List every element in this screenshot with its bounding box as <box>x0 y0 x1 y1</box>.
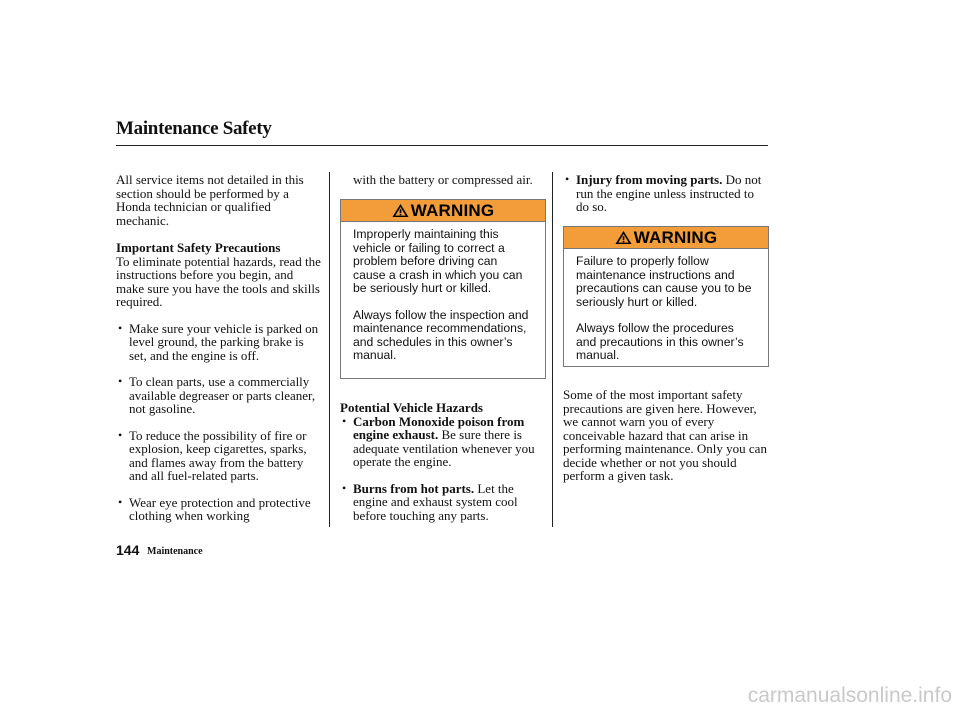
hazard-title: Burns from hot parts. <box>353 480 475 496</box>
warning-triangle-icon <box>392 204 409 217</box>
title-divider <box>116 145 768 146</box>
list-item: Make sure your vehicle is parked on leve… <box>116 321 323 363</box>
hazard-text: Let the engine and exhaust system cool b… <box>353 480 518 523</box>
intro-paragraph: All service items not detailed in this s… <box>116 172 304 228</box>
warning-paragraph: Failure to properly follow maintenance i… <box>576 254 752 309</box>
list-item: To clean parts, use a commercially avail… <box>116 375 323 416</box>
warning-triangle-icon <box>615 231 632 244</box>
list-item: Burns from hot parts. Let the engine and… <box>340 480 548 523</box>
list-item: Injury from moving parts. Do not run the… <box>563 173 769 214</box>
page-title: Maintenance Safety <box>116 118 272 139</box>
section-label: Maintenance <box>147 546 203 557</box>
watermark: carmanualsonline.info <box>747 684 952 707</box>
warning-paragraph: Improperly maintaining this vehicle or f… <box>353 227 523 295</box>
list-item: Wear eye protection and protective cloth… <box>116 495 323 523</box>
continuation-text: with the battery or compressed air. <box>353 172 533 187</box>
middle-column-bottom: Potential Vehicle Hazards Carbon Monoxid… <box>340 401 548 522</box>
list-item: To reduce the possibility of fire or exp… <box>116 428 323 483</box>
warning-label: WARNING <box>410 200 495 220</box>
middle-column-top: with the battery or compressed air. <box>340 173 548 187</box>
column-divider-left <box>329 172 330 527</box>
right-column-top: Injury from moving parts. Do not run the… <box>563 173 769 214</box>
list-item: Carbon Monoxide poison from engine exhau… <box>340 413 548 469</box>
hazard-text: Do not run the engine unless instructed … <box>576 172 762 214</box>
hazard-text: Be sure there is adequate ventilation wh… <box>353 427 535 469</box>
column-divider-right <box>552 172 553 527</box>
precautions-heading: Important Safety Precautions <box>116 240 281 255</box>
hazards-heading: Potential Vehicle Hazards <box>340 400 483 415</box>
hazard-title: Carbon Monoxide poison from engine exhau… <box>353 413 525 442</box>
warning-body: Failure to properly follow maintenance i… <box>564 249 768 363</box>
warning-paragraph: Always follow the procedures and precaut… <box>576 321 744 362</box>
warning-paragraph: Always follow the inspection and mainten… <box>353 307 529 362</box>
warning-header: WARNING <box>341 200 545 222</box>
right-column-bottom: Some of the most important safety precau… <box>563 388 769 483</box>
hazard-title: Injury from moving parts. <box>576 172 723 187</box>
page-number: 144 <box>116 542 140 558</box>
left-column: All service items not detailed in this s… <box>116 173 323 523</box>
closing-paragraph: Some of the most important safety precau… <box>563 387 767 483</box>
precautions-paragraph: To eliminate potential hazards, read the… <box>116 253 321 309</box>
warning-box-procedures: WARNING Failure to properly follow maint… <box>563 226 769 367</box>
warning-label: WARNING <box>633 227 718 247</box>
warning-box-inspection: WARNING Improperly maintaining this vehi… <box>340 199 546 379</box>
warning-body: Improperly maintaining this vehicle or f… <box>341 222 545 363</box>
warning-header: WARNING <box>564 227 768 249</box>
